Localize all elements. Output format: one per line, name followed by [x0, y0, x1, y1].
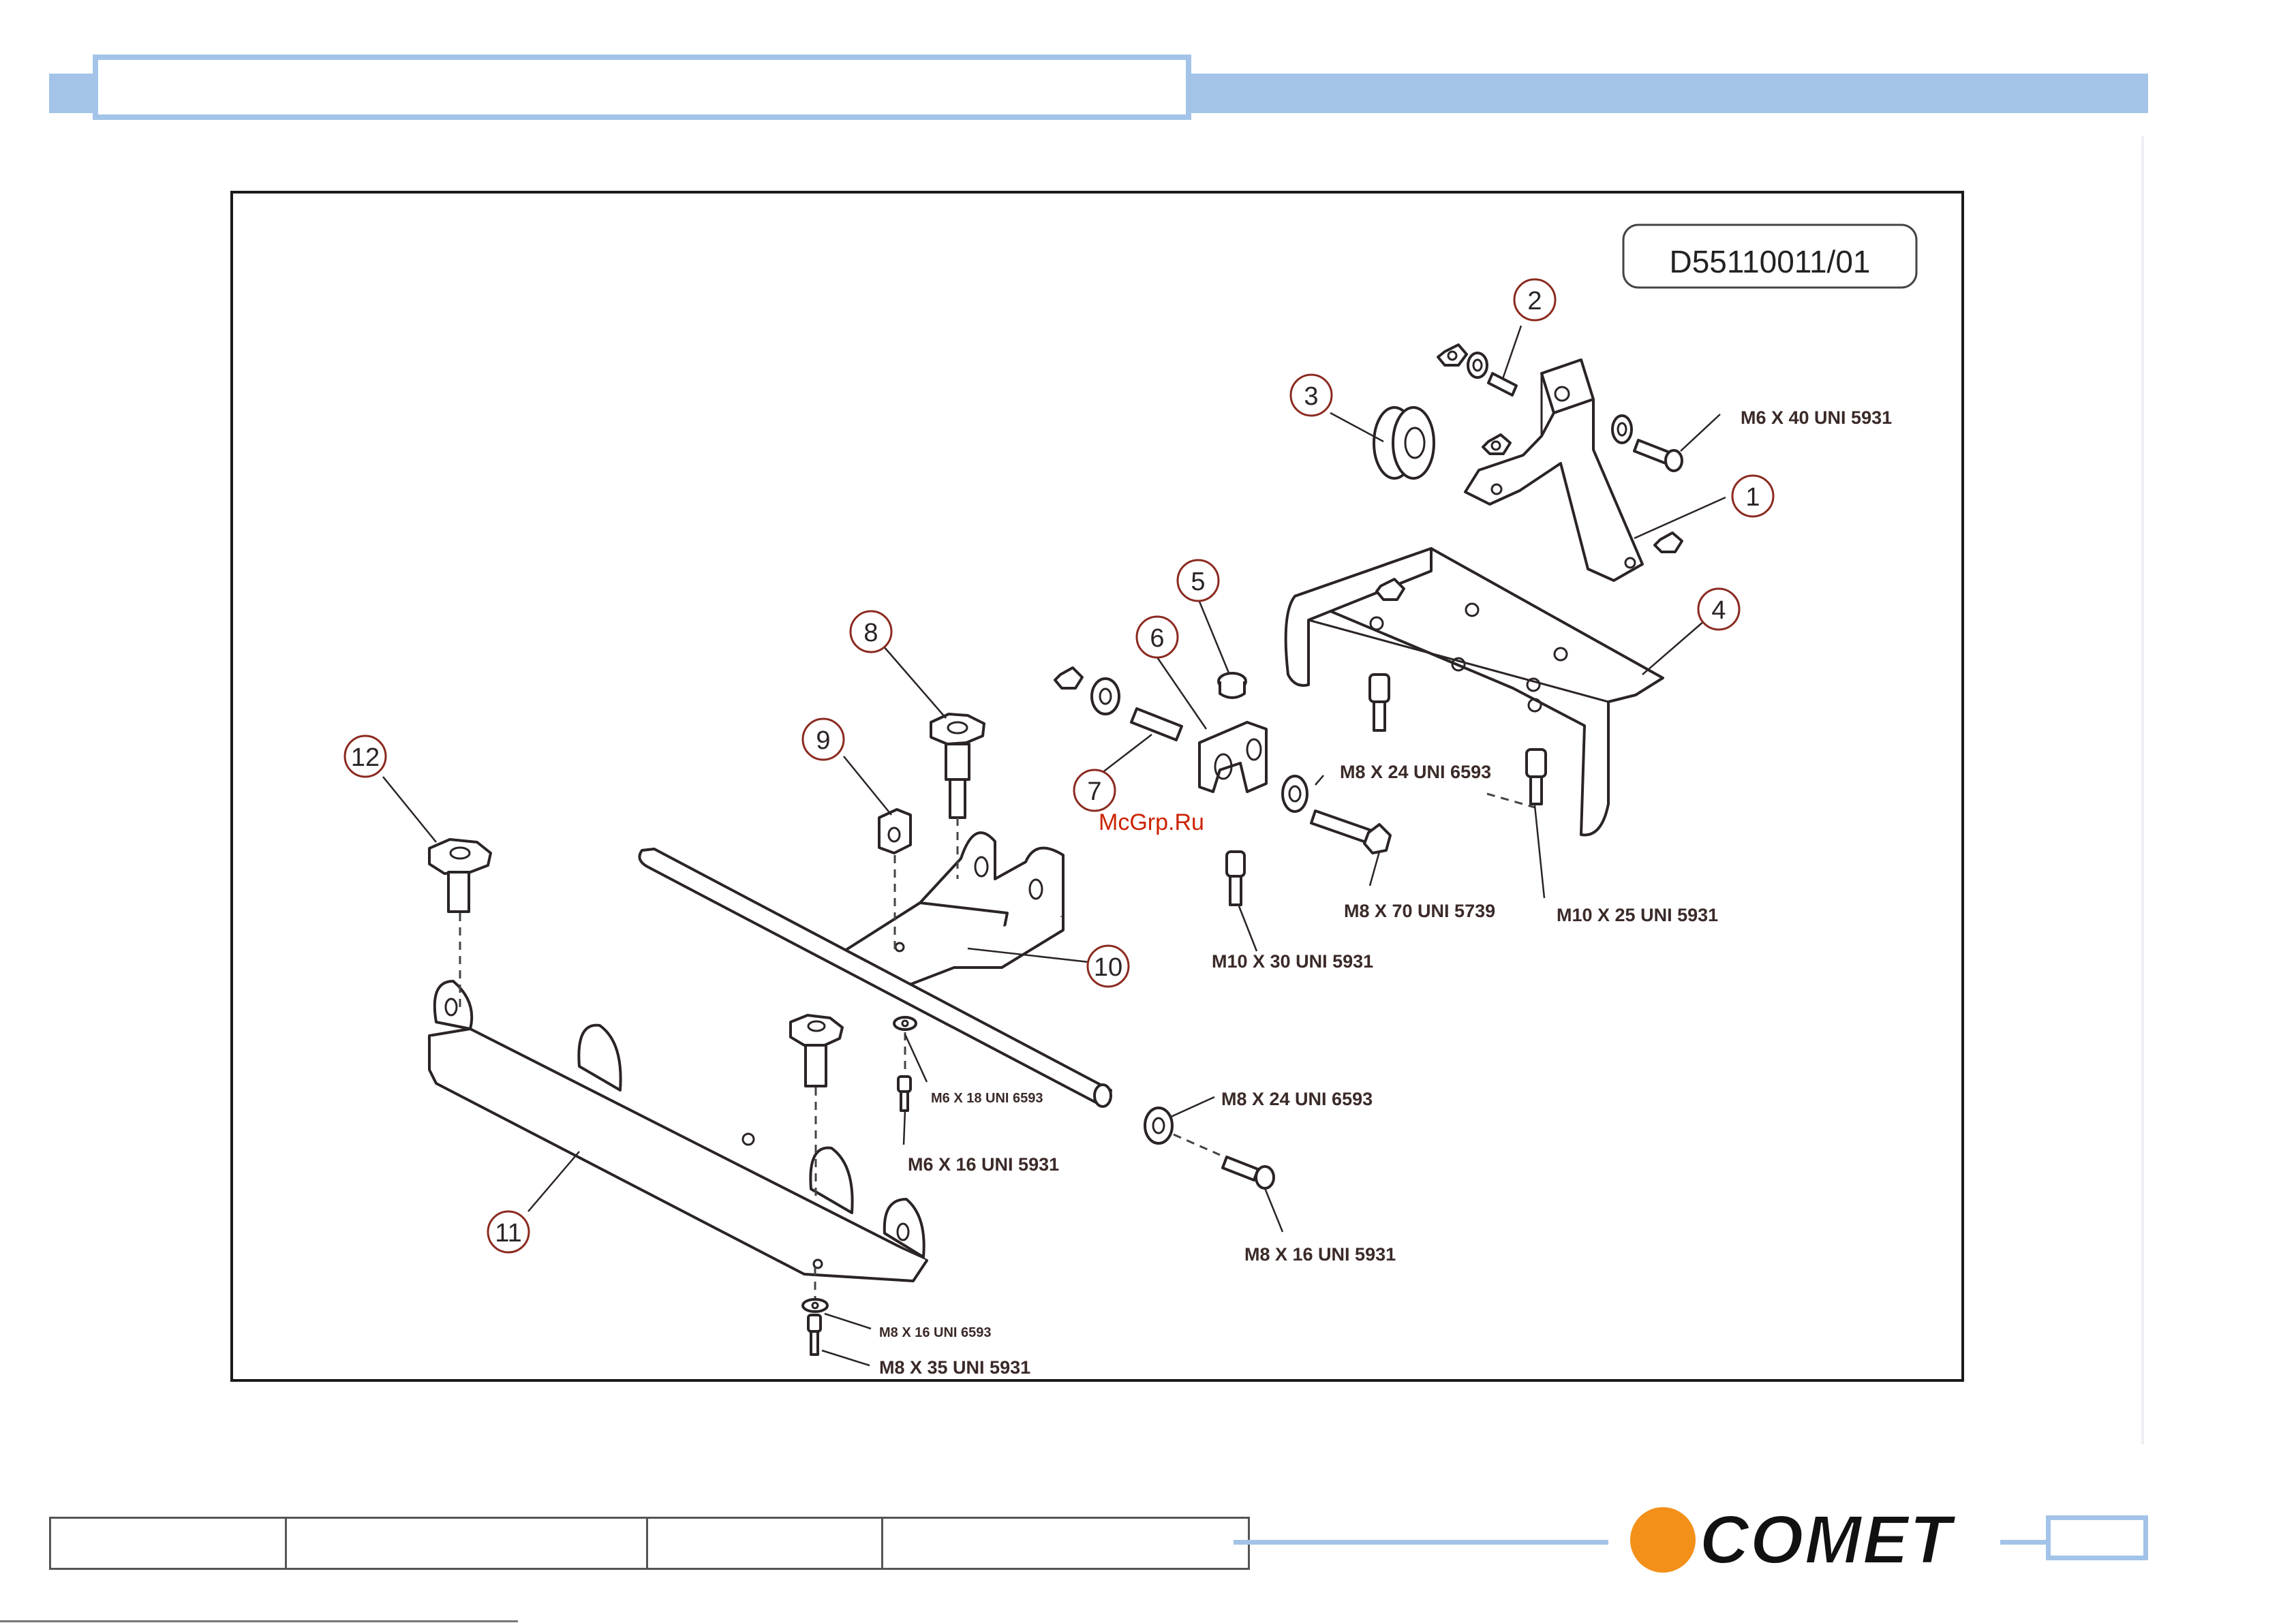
svg-text:4: 4 [1711, 596, 1726, 625]
watermark: McGrp.Ru [1099, 809, 1204, 835]
spec-m6x16: M6 X 16 UNI 5931 [908, 1154, 1059, 1175]
svg-text:5: 5 [1191, 568, 1205, 596]
part-4-u-bracket [1286, 548, 1663, 835]
part-3-pulley-wheel [1374, 407, 1434, 478]
page-number-box [2046, 1515, 2148, 1560]
svg-text:12: 12 [351, 743, 380, 772]
balloon-6: 6 [1137, 617, 1178, 658]
spec-m8x24-bottom: M8 X 24 UNI 6593 [1221, 1089, 1373, 1109]
part-9-clamp [879, 809, 910, 853]
bolt-m8x70 [1227, 811, 1390, 905]
balloon-2: 2 [1514, 279, 1555, 320]
balloon-7: 7 [1074, 770, 1115, 811]
spec-m6x18: M6 X 18 UNI 6593 [931, 1091, 1043, 1106]
svg-text:8: 8 [863, 619, 878, 647]
part-8-star-knob [931, 714, 984, 818]
svg-text:3: 3 [1304, 382, 1318, 411]
part-2-pin-assembly [1438, 345, 1516, 454]
part-6-hinge-clevis [1199, 722, 1307, 812]
svg-text:10: 10 [1094, 953, 1122, 982]
svg-text:6: 6 [1150, 624, 1164, 653]
svg-text:7: 7 [1087, 777, 1101, 806]
footer-cell-4 [883, 1519, 1248, 1568]
spec-m8x35: M8 X 35 UNI 5931 [879, 1357, 1030, 1378]
balloon-10: 10 [1088, 946, 1129, 987]
footer-cell-1 [51, 1519, 287, 1568]
svg-text:1: 1 [1745, 483, 1760, 512]
balloon-9: 9 [803, 719, 844, 760]
footer-rule-left [1234, 1540, 1608, 1545]
balloon-4: 4 [1698, 589, 1739, 630]
part-5-bushing [1219, 673, 1246, 698]
balloon-8: 8 [851, 611, 891, 652]
spec-m10x25: M10 X 25 UNI 5931 [1557, 905, 1718, 925]
footer-rule-right [2000, 1540, 2048, 1545]
part-1-support-bracket [1465, 360, 1642, 581]
balloon-3: 3 [1291, 375, 1332, 416]
comet-logo: COMET [1700, 1502, 1953, 1577]
balloon-5: 5 [1178, 560, 1219, 601]
svg-text:9: 9 [816, 726, 830, 755]
svg-text:11: 11 [495, 1219, 521, 1248]
balloon-11: 11 [488, 1211, 529, 1252]
spec-m8x16: M8 X 16 UNI 5931 [1244, 1244, 1396, 1265]
footer-cell-2 [287, 1519, 648, 1568]
drawing-code: D55110011/01 [1669, 244, 1870, 279]
bottom-rule [0, 1620, 518, 1622]
part-10-mounting-plate [840, 833, 1063, 985]
spec-m8x24-top: M8 X 24 UNI 6593 [1340, 762, 1491, 782]
bolt-m10x25 [1370, 675, 1546, 804]
footer-info-table [49, 1517, 1250, 1570]
spec-m6x40: M6 X 40 UNI 5931 [1741, 407, 1892, 428]
footer-cell-3 [648, 1519, 883, 1568]
balloon-1: 1 [1732, 476, 1773, 516]
spec-m10x30: M10 X 30 UNI 5931 [1212, 951, 1373, 972]
spec-m8x70: M8 X 70 UNI 5739 [1344, 901, 1495, 921]
part-7-pin [1055, 668, 1182, 740]
balloon-12: 12 [345, 736, 386, 777]
comet-logo-dot [1630, 1507, 1696, 1573]
svg-text:2: 2 [1527, 287, 1542, 315]
spec-m8x16-washer: M8 X 16 UNI 6593 [879, 1325, 992, 1340]
